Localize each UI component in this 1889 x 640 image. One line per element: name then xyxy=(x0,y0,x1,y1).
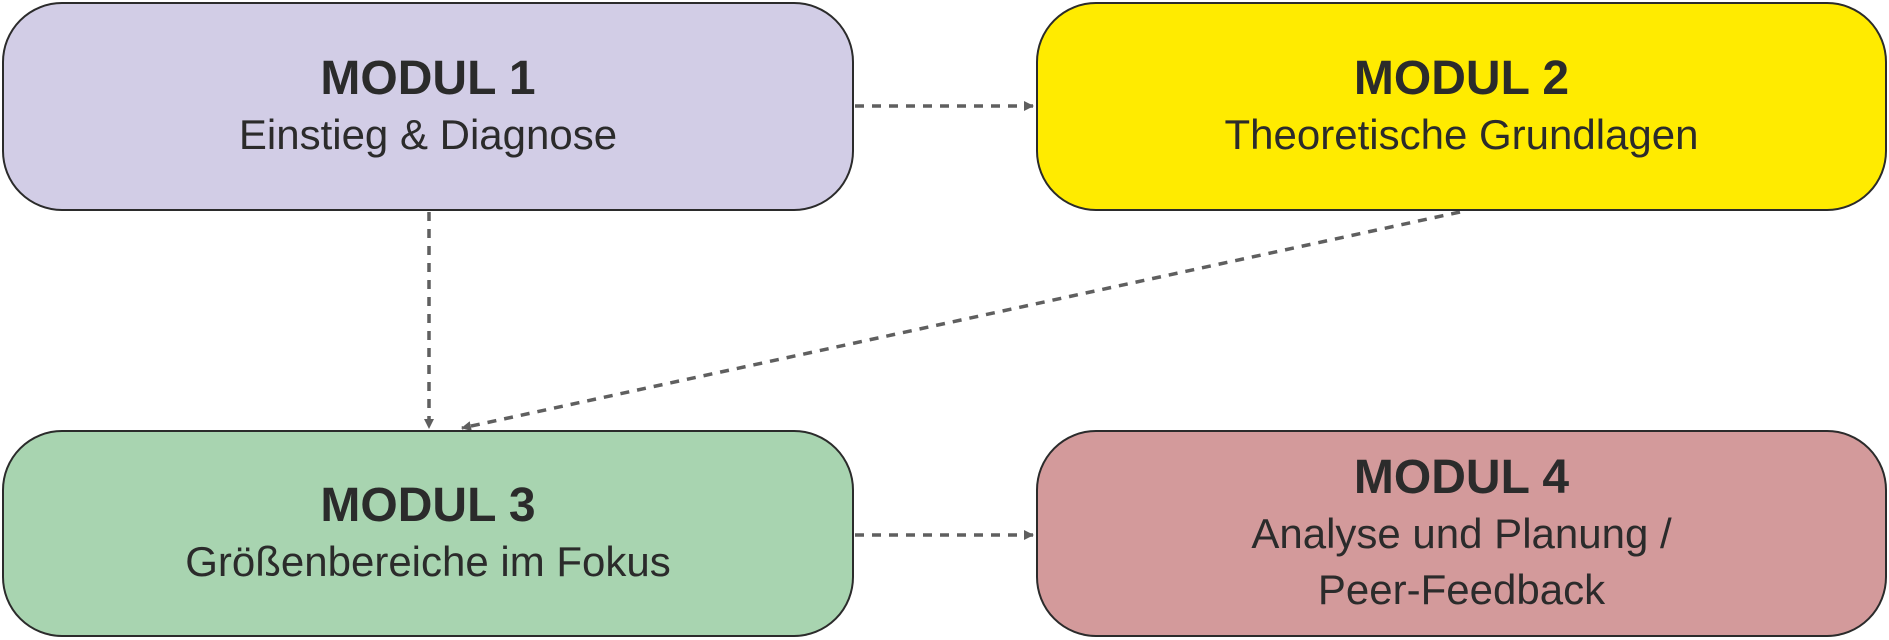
module-subtitle: Größenbereiche im Fokus xyxy=(185,534,671,590)
module-subtitle-line: Peer-Feedback xyxy=(1317,565,1606,613)
module-subtitle-line: Größenbereiche im Fokus xyxy=(185,537,671,585)
module-2-box: MODUL 2 Theoretische Grundlagen xyxy=(1036,2,1887,211)
module-subtitle: Analyse und Planung / Peer-Feedback xyxy=(1251,506,1671,618)
module-1-box: MODUL 1 Einstieg & Diagnose xyxy=(2,2,854,211)
module-subtitle-line: Analyse und Planung / xyxy=(1251,509,1672,557)
module-title: MODUL 3 xyxy=(320,478,536,532)
module-subtitle: Einstieg & Diagnose xyxy=(239,107,617,163)
arrow-modul2-to-modul3 xyxy=(461,210,1461,431)
module-3-box: MODUL 3 Größenbereiche im Fokus xyxy=(2,430,854,637)
module-title: MODUL 2 xyxy=(1353,51,1570,105)
module-title: MODUL 4 xyxy=(1353,450,1570,504)
module-title: MODUL 1 xyxy=(320,51,536,105)
module-subtitle: Theoretische Grundlagen xyxy=(1225,107,1699,163)
module-4-box: MODUL 4 Analyse und Planung / Peer-Feedb… xyxy=(1036,430,1887,637)
module-subtitle-line: Einstieg & Diagnose xyxy=(238,110,618,158)
module-subtitle-line: Theoretische Grundlagen xyxy=(1224,110,1699,158)
